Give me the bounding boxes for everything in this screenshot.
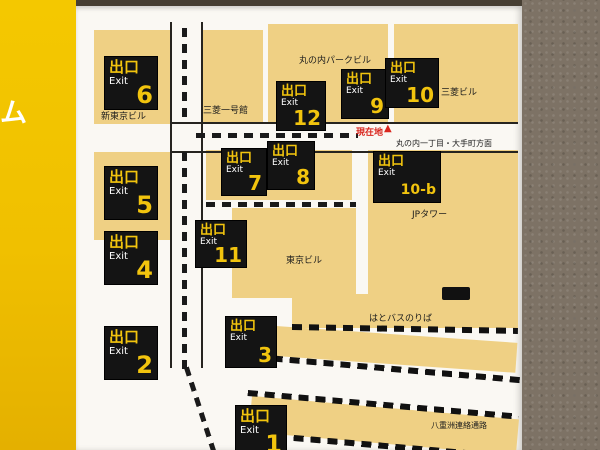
- vertical-street-edges: [170, 22, 203, 368]
- exit-label-jp: 出口: [230, 319, 257, 334]
- route-dashes-diagonal: [184, 366, 220, 450]
- building-label-yaesu: 八重洲連絡通路: [431, 421, 487, 430]
- exit-sign-5: 出口 Exit 5: [105, 167, 157, 219]
- exit-number: 6: [136, 81, 153, 109]
- yellow-wall: [0, 0, 76, 450]
- building-block-tokyo-bldg: [232, 208, 356, 298]
- current-location-label: 現在地: [356, 128, 384, 138]
- route-dashes-vertical-mid: [182, 152, 187, 312]
- exit-label-en: Exit: [281, 98, 299, 108]
- exit-sign-2: 出口 Exit 2: [105, 327, 157, 379]
- exit-label-en: Exit: [109, 76, 128, 87]
- exit-number: 4: [136, 256, 153, 284]
- exit-sign-1: 出口 Exit 1: [236, 406, 286, 450]
- exit-sign-9: 出口 Exit 9: [342, 70, 388, 118]
- building-label-marunouchi-park: 丸の内パークビル: [299, 56, 372, 66]
- exit-label-jp: 出口: [109, 168, 140, 186]
- exit-number: 3: [258, 343, 272, 367]
- exit-label-jp: 出口: [281, 84, 308, 99]
- panel-top-shadow: [76, 0, 522, 6]
- wall-text-fragment: ム: [0, 98, 27, 129]
- building-block-ichigokan: [201, 30, 263, 122]
- building-label-ichigokan: 三菱一号館: [203, 106, 249, 116]
- building-label-jp-tower: JPタワー: [412, 210, 448, 220]
- route-dashes-horizontal-lower: [206, 202, 356, 207]
- exit-sign-10: 出口 Exit 10: [386, 59, 438, 107]
- exit-label-en: Exit: [109, 346, 128, 357]
- exit-label-jp: 出口: [109, 328, 140, 346]
- exit-number: 9: [370, 94, 384, 118]
- exit-number: 10-b: [400, 182, 436, 198]
- exit-sign-8: 出口 Exit 8: [268, 142, 314, 189]
- exit-label-en: Exit: [272, 158, 290, 168]
- exit-number: 10: [406, 83, 434, 107]
- exit-label-en: Exit: [378, 168, 396, 178]
- exit-sign-7: 出口 Exit 7: [222, 149, 266, 195]
- current-location-marker-icon: ▲: [384, 123, 392, 134]
- bus-stop-icon: [442, 287, 470, 300]
- exit-sign-6: 出口 Exit 6: [105, 57, 157, 109]
- route-dashes-horizontal-mid: [196, 133, 358, 138]
- exit-label-en: Exit: [109, 186, 128, 197]
- exit-sign-11: 出口 Exit 11: [196, 221, 246, 267]
- exit-label-jp: 出口: [226, 151, 253, 166]
- exit-number: 1: [265, 430, 282, 450]
- exit-label-en: Exit: [226, 165, 244, 175]
- exit-label-jp: 出口: [390, 61, 417, 76]
- exit-sign-12: 出口 Exit 12: [277, 82, 325, 130]
- exit-number: 2: [136, 351, 153, 379]
- exit-label-en: Exit: [109, 251, 128, 262]
- route-dashes-vertical-top: [182, 28, 187, 124]
- building-label-hato-bus: はとバスのりば: [369, 314, 433, 324]
- exit-number: 8: [296, 165, 310, 189]
- exit-label-jp: 出口: [109, 233, 140, 251]
- stone-wall: [522, 0, 600, 450]
- exit-number: 7: [248, 171, 262, 195]
- exit-label-jp: 出口: [109, 58, 140, 76]
- exit-sign-4: 出口 Exit 4: [105, 232, 157, 284]
- building-label-tokyo-bldg: 東京ビル: [286, 256, 323, 266]
- exit-label-en: Exit: [346, 86, 364, 96]
- exit-number: 11: [214, 243, 242, 267]
- route-dashes-vertical-low: [182, 312, 187, 370]
- exit-label-jp: 出口: [240, 407, 271, 425]
- exit-sign-3: 出口 Exit 3: [226, 317, 276, 367]
- exit-label-en: Exit: [390, 75, 408, 85]
- exit-label-en: Exit: [200, 237, 218, 247]
- exit-sign-10b: 出口 Exit 10-b: [374, 152, 440, 202]
- station-exit-map-panel: 丸の内パークビル 三菱ビル 新東京ビル 三菱一号館 JPタワー 東京ビル はとバ…: [76, 6, 522, 450]
- exit-label-jp: 出口: [346, 72, 373, 87]
- exit-label-jp: 出口: [378, 154, 405, 169]
- building-label-shin-tokyo: 新東京ビル: [101, 112, 147, 122]
- direction-label: 丸の内一丁目・大手町方面: [396, 139, 492, 148]
- exit-label-en: Exit: [230, 333, 248, 343]
- horizontal-street-edges: [171, 122, 518, 153]
- exit-number: 5: [136, 191, 153, 219]
- building-block-hato-bus: [292, 294, 518, 328]
- building-label-mitsubishi: 三菱ビル: [441, 88, 478, 98]
- exit-label-en: Exit: [240, 425, 259, 436]
- exit-label-jp: 出口: [200, 223, 227, 238]
- exit-number: 12: [293, 106, 321, 130]
- exit-label-jp: 出口: [272, 144, 299, 159]
